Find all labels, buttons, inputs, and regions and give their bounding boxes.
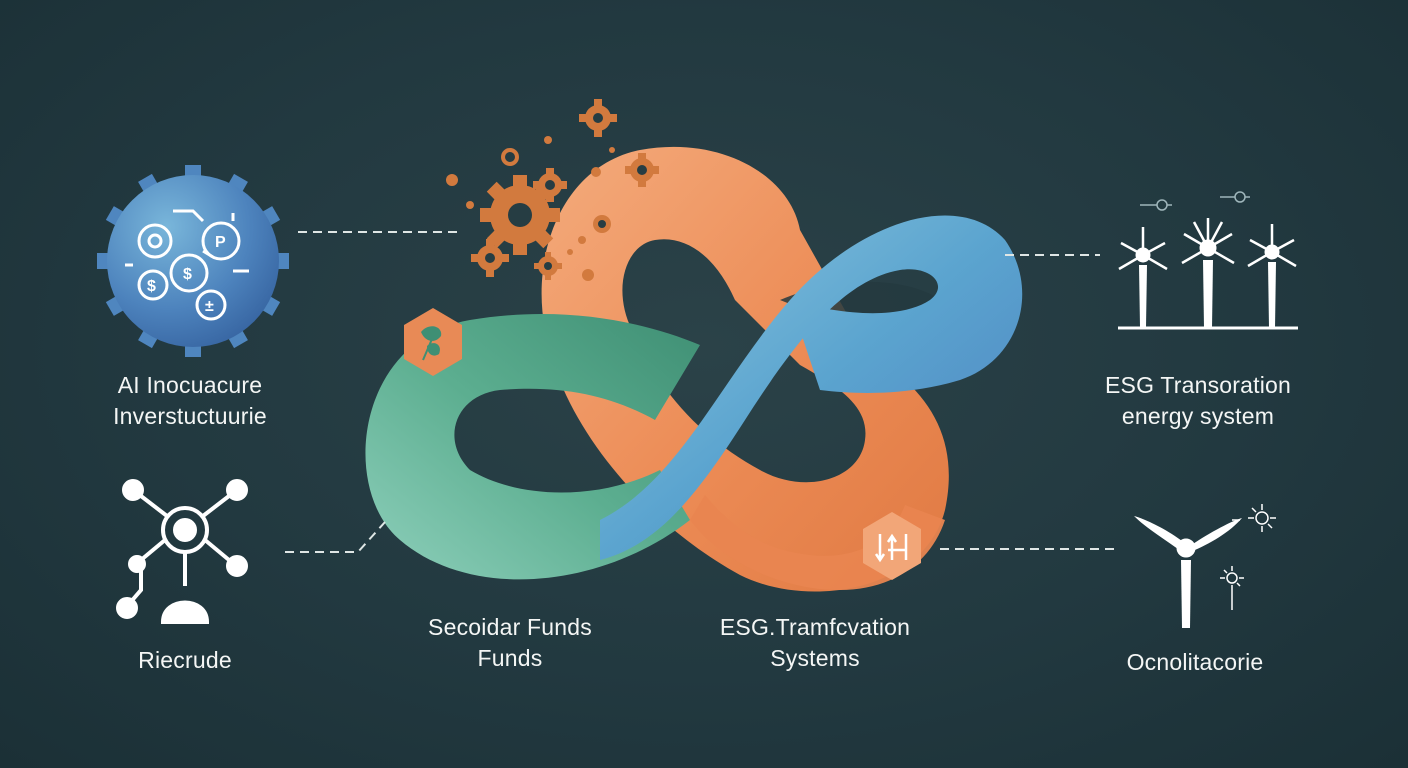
label-line: Riecrude: [138, 647, 232, 673]
label-line: ESG Transoration: [1104, 372, 1291, 398]
connector-riecrude: [285, 521, 386, 553]
label-secondary-funds: Secoidar Funds Funds: [395, 612, 625, 674]
hexagon-leaf-icon: [404, 308, 462, 376]
svg-text:±: ±: [205, 298, 214, 315]
label-line: Secoidar Funds: [428, 614, 592, 640]
label-esg-transformation: ESG.Tramfcvation Systems: [690, 612, 940, 674]
network-hub-icon: [116, 479, 248, 624]
label-ocnolitacorie: Ocnolitacorie: [1085, 647, 1305, 678]
label-line: energy system: [1121, 403, 1275, 429]
label-line: ESG.Tramfcvation: [719, 614, 911, 640]
gear-cluster-icon: [446, 99, 659, 281]
svg-text:$: $: [147, 278, 156, 295]
svg-text:$: $: [183, 266, 192, 283]
label-esg-transoration: ESG Transoration energy system: [1078, 370, 1318, 432]
hexagon-arrows-icon: [863, 512, 921, 580]
label-line: Systems: [770, 645, 860, 671]
label-riecrude: Riecrude: [85, 645, 285, 676]
label-ai-infrastructure: AI Inocuacure Inverstuctuurie: [60, 370, 320, 432]
blue-ribbon: [600, 215, 1023, 561]
wind-turbines-icon: [1118, 191, 1298, 330]
gear-network-icon: $ $ ± P: [97, 165, 289, 357]
label-line: AI Inocuacure: [117, 372, 263, 398]
label-line: Inverstuctuurie: [113, 403, 267, 429]
infinity-ribbon: [365, 146, 1023, 592]
label-line: Funds: [477, 645, 543, 671]
label-line: Ocnolitacorie: [1126, 649, 1264, 675]
svg-text:P: P: [215, 234, 226, 251]
connector-lines: [285, 231, 1120, 553]
single-turbine-icon: [1134, 504, 1276, 628]
